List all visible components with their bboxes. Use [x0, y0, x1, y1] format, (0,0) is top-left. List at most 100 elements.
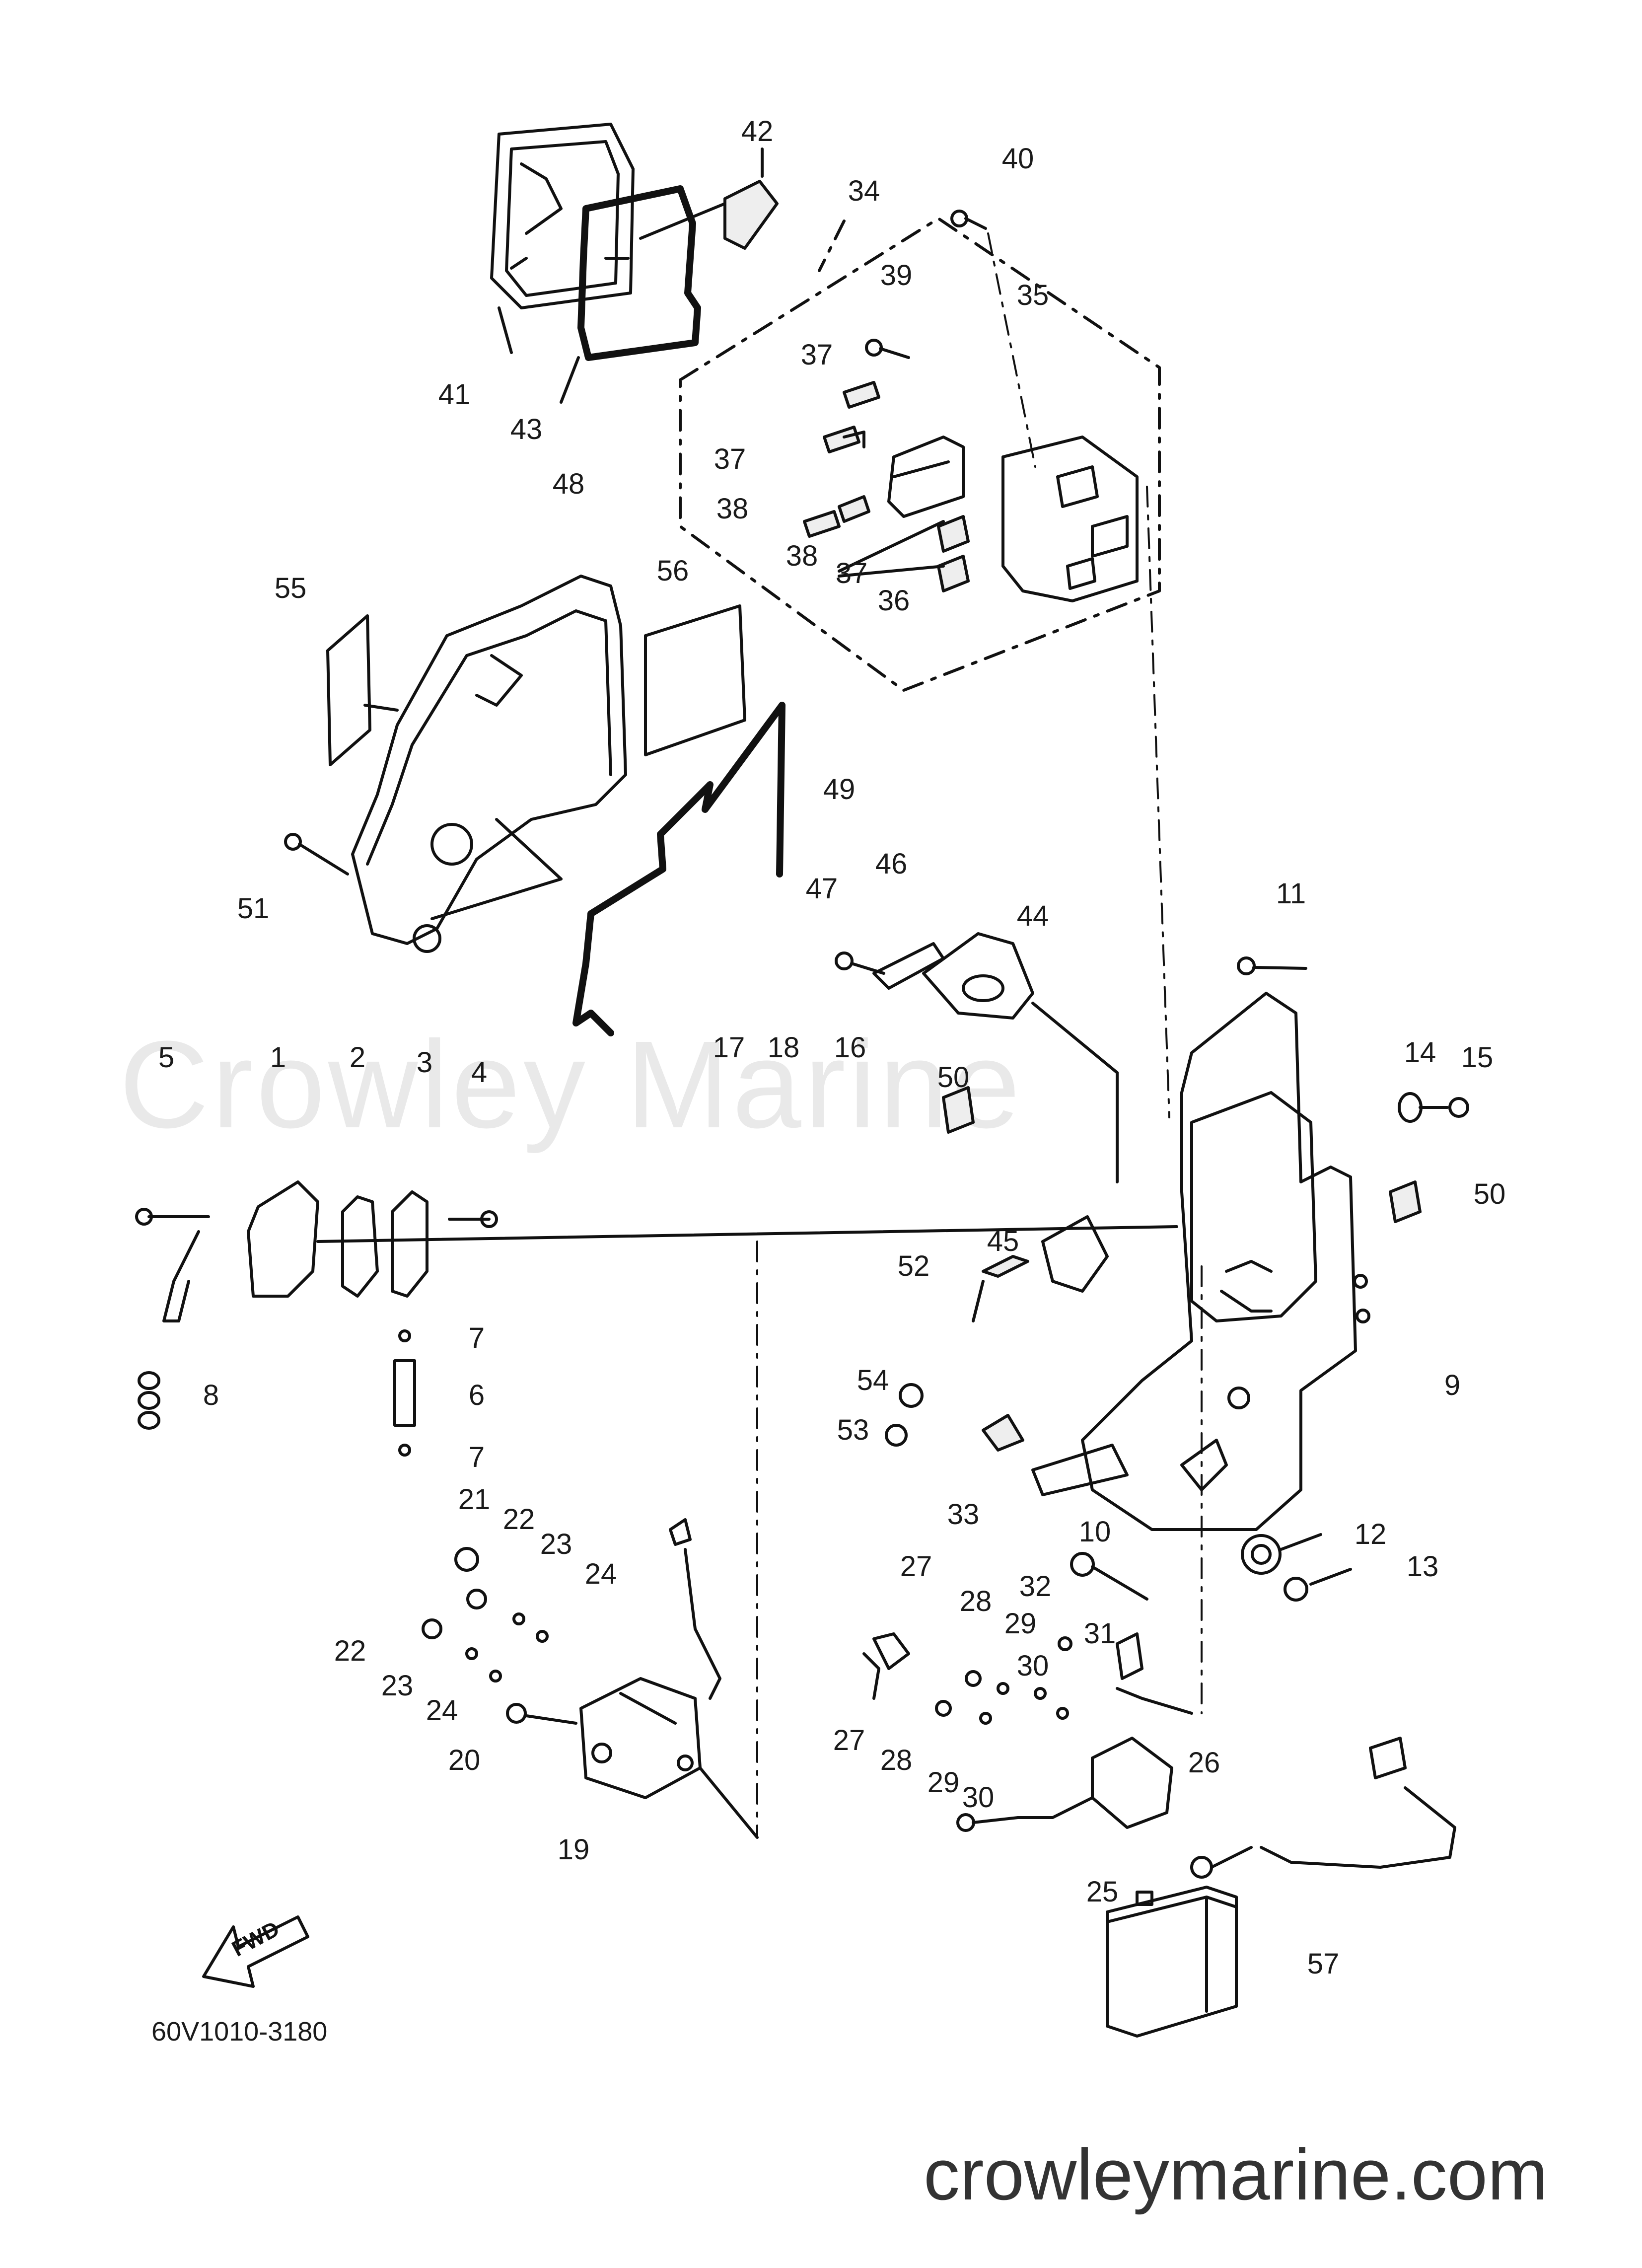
- callout-23a: 23: [540, 1528, 572, 1560]
- callout-27a: 27: [900, 1550, 932, 1583]
- callout-32: 32: [1019, 1570, 1052, 1603]
- callout-41: 41: [438, 378, 471, 411]
- callout-29b: 29: [927, 1766, 960, 1799]
- callout-20: 20: [448, 1744, 481, 1776]
- part-10-bolt: [1070, 1552, 1148, 1601]
- part-9-bracket: [1081, 992, 1370, 1531]
- part-34-group-outline: [679, 217, 1161, 692]
- callout-55: 55: [274, 572, 307, 604]
- callout-17: 17: [713, 1031, 745, 1064]
- callout-11: 11: [1276, 878, 1306, 910]
- fwd-arrow-icon: [202, 1915, 309, 1988]
- callout-10: 10: [1078, 1516, 1111, 1548]
- callout-21: 21: [458, 1483, 491, 1516]
- callout-53: 53: [837, 1414, 869, 1446]
- callout-29a: 29: [1004, 1608, 1037, 1640]
- callout-31: 31: [1083, 1617, 1116, 1650]
- callout-39: 39: [880, 259, 913, 292]
- callout-23b: 23: [381, 1670, 414, 1702]
- callout-38b: 38: [785, 540, 818, 572]
- callout-22b: 22: [334, 1635, 366, 1667]
- callout-37a: 37: [800, 339, 833, 371]
- part-50-clips: [942, 1086, 1422, 1223]
- callout-49: 49: [823, 773, 856, 805]
- callout-48: 48: [552, 468, 585, 500]
- callout-42: 42: [741, 115, 774, 147]
- figure-code: 60V1010-3180: [151, 2017, 328, 2047]
- callout-44: 44: [1016, 900, 1049, 932]
- callout-28b: 28: [880, 1744, 913, 1776]
- part-49-wire: [572, 702, 785, 1036]
- part-43-seal: [560, 185, 701, 404]
- callout-40: 40: [1001, 143, 1034, 175]
- part-44-grommet: [922, 932, 1119, 1183]
- site-watermark: crowleymarine.com: [924, 2134, 1548, 2215]
- part-12-13: [1241, 1533, 1352, 1602]
- callout-54: 54: [857, 1364, 889, 1396]
- callout-30a: 30: [1016, 1650, 1049, 1682]
- callout-13: 13: [1406, 1550, 1439, 1583]
- relay-box: [1001, 436, 1139, 602]
- callout-28a: 28: [959, 1585, 992, 1617]
- part-46-47-bracket: [835, 942, 945, 990]
- callout-7a: 7: [468, 1322, 485, 1354]
- callout-34: 34: [848, 175, 880, 207]
- callout-33: 33: [947, 1498, 980, 1531]
- callout-12: 12: [1354, 1518, 1387, 1550]
- part-55-sheet: [326, 614, 399, 766]
- callout-56: 56: [656, 555, 689, 587]
- callout-37b: 37: [714, 443, 746, 475]
- callout-22a: 22: [502, 1503, 535, 1536]
- callout-36: 36: [877, 585, 910, 617]
- part-11-bolt: [1237, 956, 1307, 975]
- callout-4: 4: [471, 1056, 488, 1089]
- part-48-cover: [351, 575, 627, 953]
- callout-15: 15: [1461, 1041, 1494, 1074]
- callout-3: 3: [416, 1046, 433, 1079]
- callout-57: 57: [1307, 1948, 1340, 1980]
- part-42-clip: [639, 147, 779, 250]
- callout-47: 47: [805, 873, 838, 905]
- callout-45: 45: [987, 1225, 1019, 1257]
- callout-46: 46: [875, 848, 908, 880]
- callout-30b: 30: [962, 1781, 995, 1814]
- part-39-40-screws: [865, 210, 987, 359]
- part-14-15: [1398, 1092, 1469, 1123]
- callout-19: 19: [557, 1833, 590, 1866]
- battery: [1106, 1886, 1238, 2038]
- callout-24b: 24: [426, 1694, 458, 1727]
- callout-16: 16: [834, 1031, 866, 1064]
- part-51-screw: [284, 833, 349, 876]
- callout-5: 5: [158, 1041, 175, 1074]
- callout-7b: 7: [468, 1441, 485, 1473]
- callout-37c: 37: [835, 557, 868, 589]
- callout-1: 1: [270, 1041, 286, 1074]
- callout-27b: 27: [833, 1724, 865, 1756]
- callout-43: 43: [510, 413, 543, 445]
- callout-6: 6: [468, 1379, 485, 1411]
- callout-14: 14: [1404, 1036, 1436, 1069]
- callout-50b: 50: [1473, 1178, 1506, 1210]
- callout-2: 2: [349, 1041, 366, 1074]
- callout-25: 25: [1086, 1876, 1119, 1908]
- watermark: Crowley Marine: [119, 1015, 1023, 1154]
- callout-50a: 50: [937, 1061, 970, 1094]
- part-56-sheet: [644, 604, 746, 756]
- callout-8: 8: [203, 1379, 219, 1411]
- callout-24a: 24: [584, 1558, 617, 1590]
- callout-9: 9: [1444, 1369, 1461, 1401]
- callout-38a: 38: [716, 493, 749, 525]
- callout-18: 18: [767, 1031, 800, 1064]
- callout-52: 52: [897, 1250, 930, 1282]
- part-57-battery-cable: [1190, 1737, 1456, 1879]
- parts-35-38-relays: [803, 381, 970, 592]
- parts-25-32-relay: [862, 1632, 1193, 1832]
- callout-51: 51: [237, 892, 270, 925]
- parts-33-45-52-54: [885, 1215, 1129, 1496]
- parts-1-8: [135, 1180, 1178, 1457]
- callout-26: 26: [1188, 1747, 1220, 1779]
- callout-35: 35: [1016, 279, 1049, 311]
- part-41-cover: [490, 123, 635, 354]
- parts-19-24-rectifier: [422, 1518, 759, 1839]
